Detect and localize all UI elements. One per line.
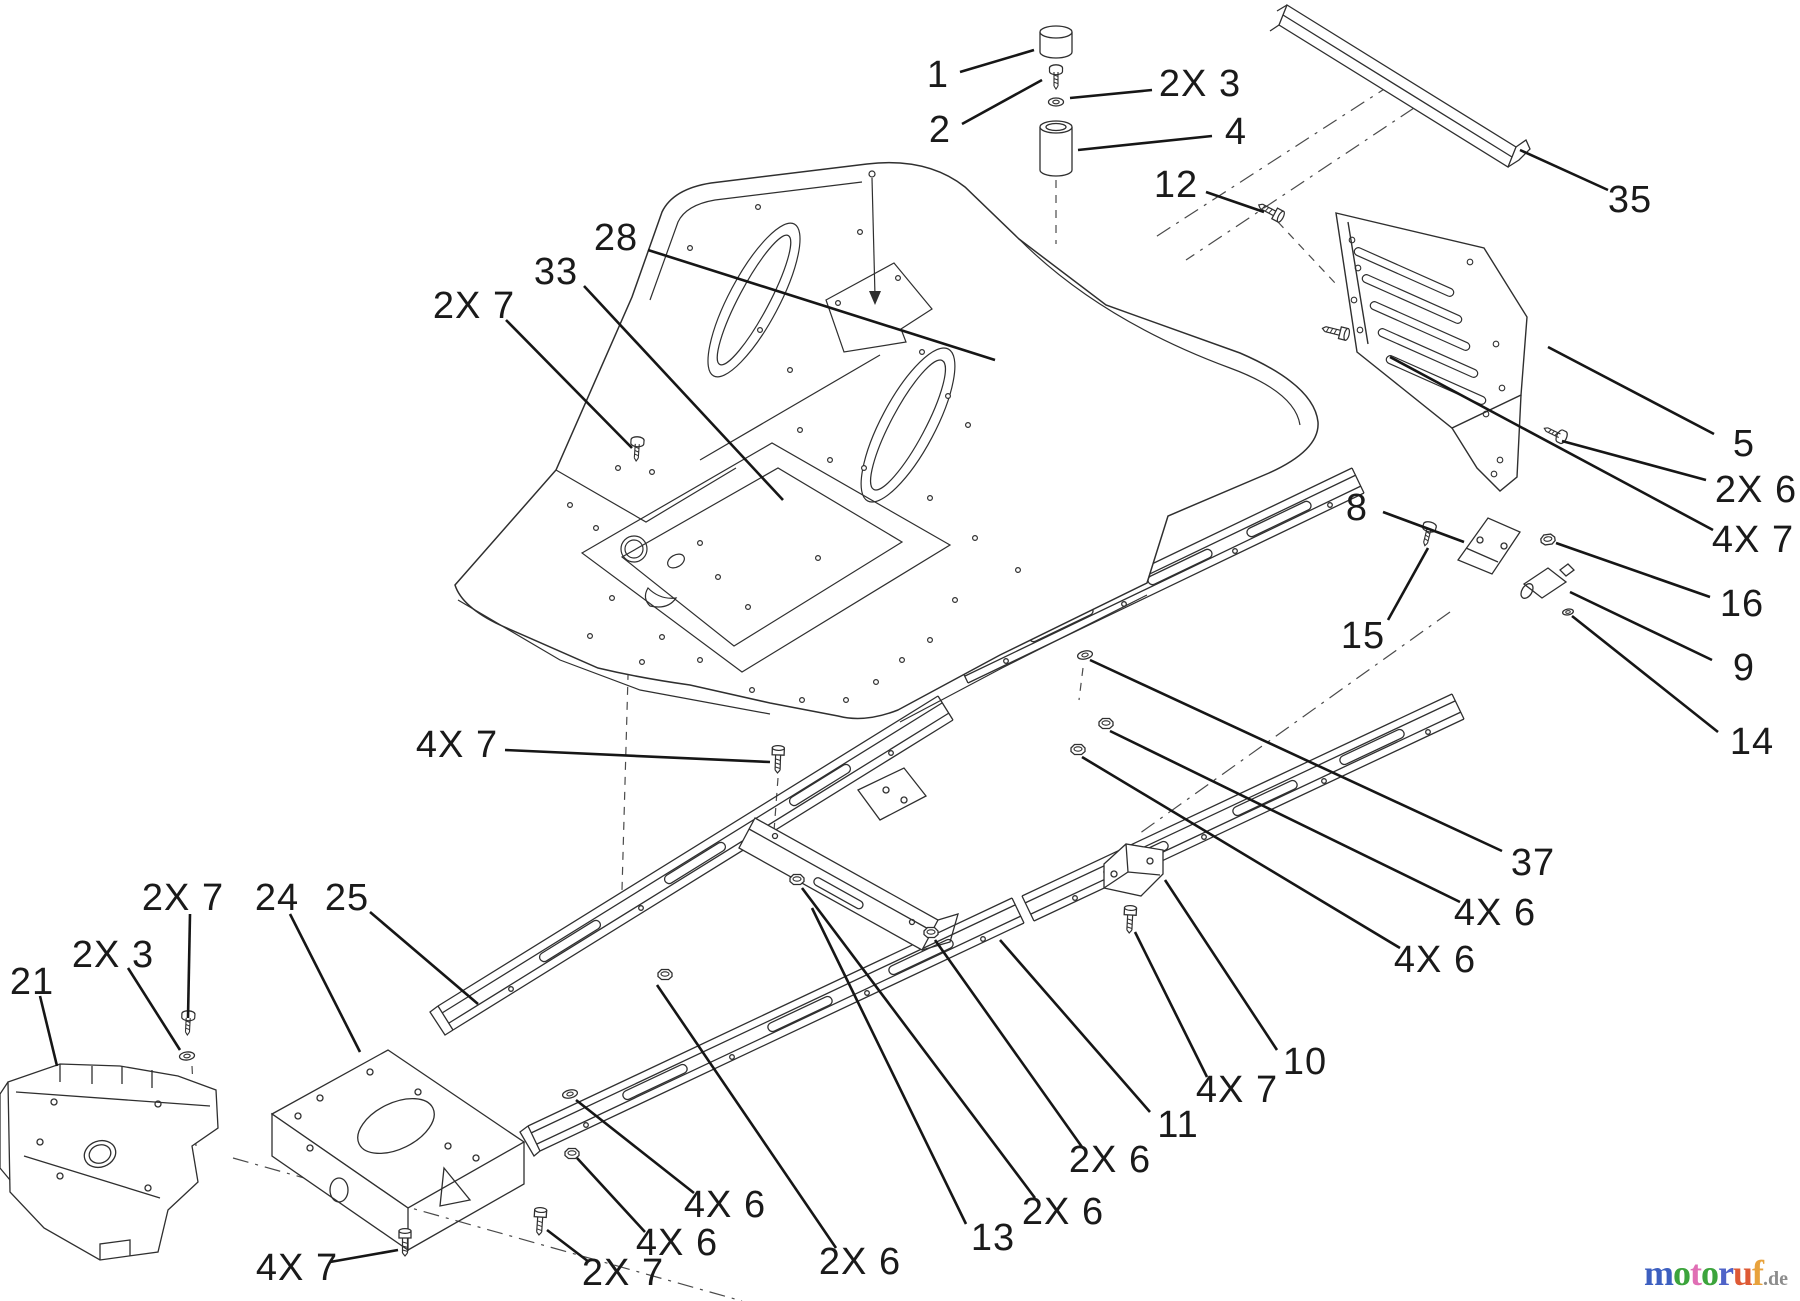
trim-strip — [1270, 5, 1530, 167]
leader-line — [40, 996, 57, 1066]
leader-line — [648, 250, 995, 360]
leader-line — [577, 1158, 645, 1232]
leader-line — [506, 320, 632, 448]
leader-line — [1520, 150, 1608, 190]
body-shell — [455, 163, 1318, 722]
solenoid-bracket — [1417, 518, 1574, 617]
leader-line — [1562, 441, 1706, 480]
leader-line — [188, 914, 190, 1018]
leader-line — [290, 914, 360, 1052]
leader-line — [370, 912, 478, 1004]
leader-line — [962, 80, 1042, 124]
leader-line — [1390, 357, 1713, 530]
z-bracket — [1104, 844, 1163, 896]
logo-letter: t — [1689, 1253, 1702, 1293]
logo-word: motoruf — [1643, 1253, 1764, 1293]
logo-suffix: .de — [1763, 1268, 1788, 1290]
leader-line — [330, 1250, 398, 1262]
leader-line — [584, 286, 783, 500]
logo-letter: o — [1700, 1253, 1719, 1293]
leader-line — [960, 50, 1034, 72]
leader-line — [1110, 731, 1460, 902]
leader-line — [547, 1230, 589, 1262]
junction-plate — [858, 768, 926, 820]
leader-line — [1388, 548, 1428, 620]
leader-line — [1078, 136, 1212, 150]
leader-line — [1090, 660, 1502, 851]
leader-line — [1165, 880, 1277, 1050]
leader-line — [1548, 347, 1714, 434]
leader-line — [576, 1100, 694, 1193]
logo-letter: o — [1672, 1253, 1691, 1293]
leader-line — [1070, 90, 1152, 98]
leader-line — [1000, 940, 1150, 1112]
leader-lines — [40, 50, 1718, 1262]
engine-plate — [272, 1050, 524, 1250]
louver-panel — [1336, 213, 1527, 491]
leader-line — [505, 750, 770, 762]
cross-brace — [739, 818, 958, 950]
leader-line — [802, 888, 1035, 1198]
leader-line — [1135, 932, 1207, 1077]
logo-letter: m — [1643, 1253, 1674, 1293]
logo-letter: u — [1732, 1253, 1753, 1293]
leader-line — [1572, 616, 1718, 732]
leader-line — [935, 940, 1082, 1147]
leader-line — [1556, 543, 1710, 597]
logo-letter: r — [1717, 1253, 1734, 1293]
leader-line — [812, 908, 966, 1224]
knob-stack — [1040, 26, 1072, 176]
leader-line — [1206, 192, 1264, 212]
logo-letter: f — [1752, 1253, 1764, 1293]
leader-line — [128, 968, 180, 1050]
leader-line — [1383, 512, 1464, 542]
leader-line — [1570, 592, 1712, 660]
site-logo[interactable]: motoruf.de — [1644, 1255, 1788, 1291]
leader-line — [1082, 757, 1400, 948]
leader-line — [657, 985, 836, 1248]
front-bracket — [0, 1064, 218, 1260]
